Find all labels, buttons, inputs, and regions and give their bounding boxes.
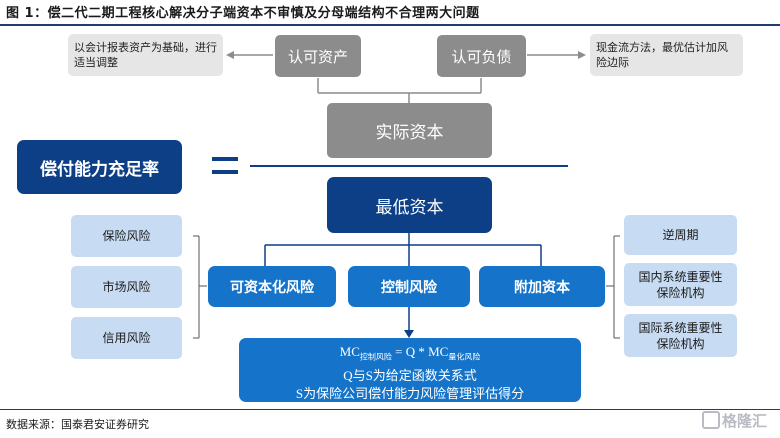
footer-rule [0,409,780,410]
equals-sign-bar-bottom [212,170,238,174]
formula-quant-subscript: 量化风险 [448,352,481,362]
solvency-ratio-box: 偿付能力充足率 [17,140,182,194]
figure-title: 图 1：偿二代二期工程核心解决分子端资本不审慎及分母端结构不合理两大问题 [6,6,480,21]
watermark: 格隆汇 [702,410,767,431]
formula-equals: = Q * MC [391,344,449,359]
available-liabilities-box: 认可负债 [437,35,526,77]
formula-mc-subscript: 控制风险 [359,352,392,362]
minimum-capital-box: 最低资本 [327,177,492,233]
quantifiable-risk-box: 可资本化风险 [208,266,336,307]
formula-mc: MC [339,344,360,359]
left-risk-item: 保险风险 [71,215,182,257]
liabilities-note: 现金流方法，最优估计加风险边际 [590,34,743,76]
actual-capital-box: 实际资本 [327,103,492,158]
left-risk-item: 信用风险 [71,317,182,359]
control-risk-box: 控制风险 [348,266,470,307]
data-source: 数据来源：国泰君安证券研究 [6,418,149,431]
available-assets-box: 认可资产 [275,35,361,77]
right-item: 国际系统重要性保险机构 [624,314,737,357]
title-rule [0,24,780,26]
equals-sign-bar-top [212,157,238,161]
formula-box: MC控制风险 = Q * MC量化风险 Q与S为给定函数关系式 S为保险公司偿付… [239,338,581,402]
additional-capital-box: 附加资本 [479,266,605,307]
arrow-head-down [404,330,414,338]
arrow-head-left [226,51,234,59]
formula-line-1: MC控制风险 = Q * MC量化风险 [239,343,581,367]
formula-line-2: Q与S为给定函数关系式 [343,367,477,383]
right-item: 国内系统重要性保险机构 [624,263,737,306]
watermark-text: 格隆汇 [722,412,768,430]
assets-note: 以会计报表资产为基础，进行适当调整 [68,34,223,76]
watermark-logo-icon [702,411,720,429]
formula-line-3: S为保险公司偿付能力风险管理评估得分 [295,385,525,401]
left-risk-item: 市场风险 [71,266,182,308]
right-item: 逆周期 [624,215,737,255]
arrow-head-right [578,51,586,59]
